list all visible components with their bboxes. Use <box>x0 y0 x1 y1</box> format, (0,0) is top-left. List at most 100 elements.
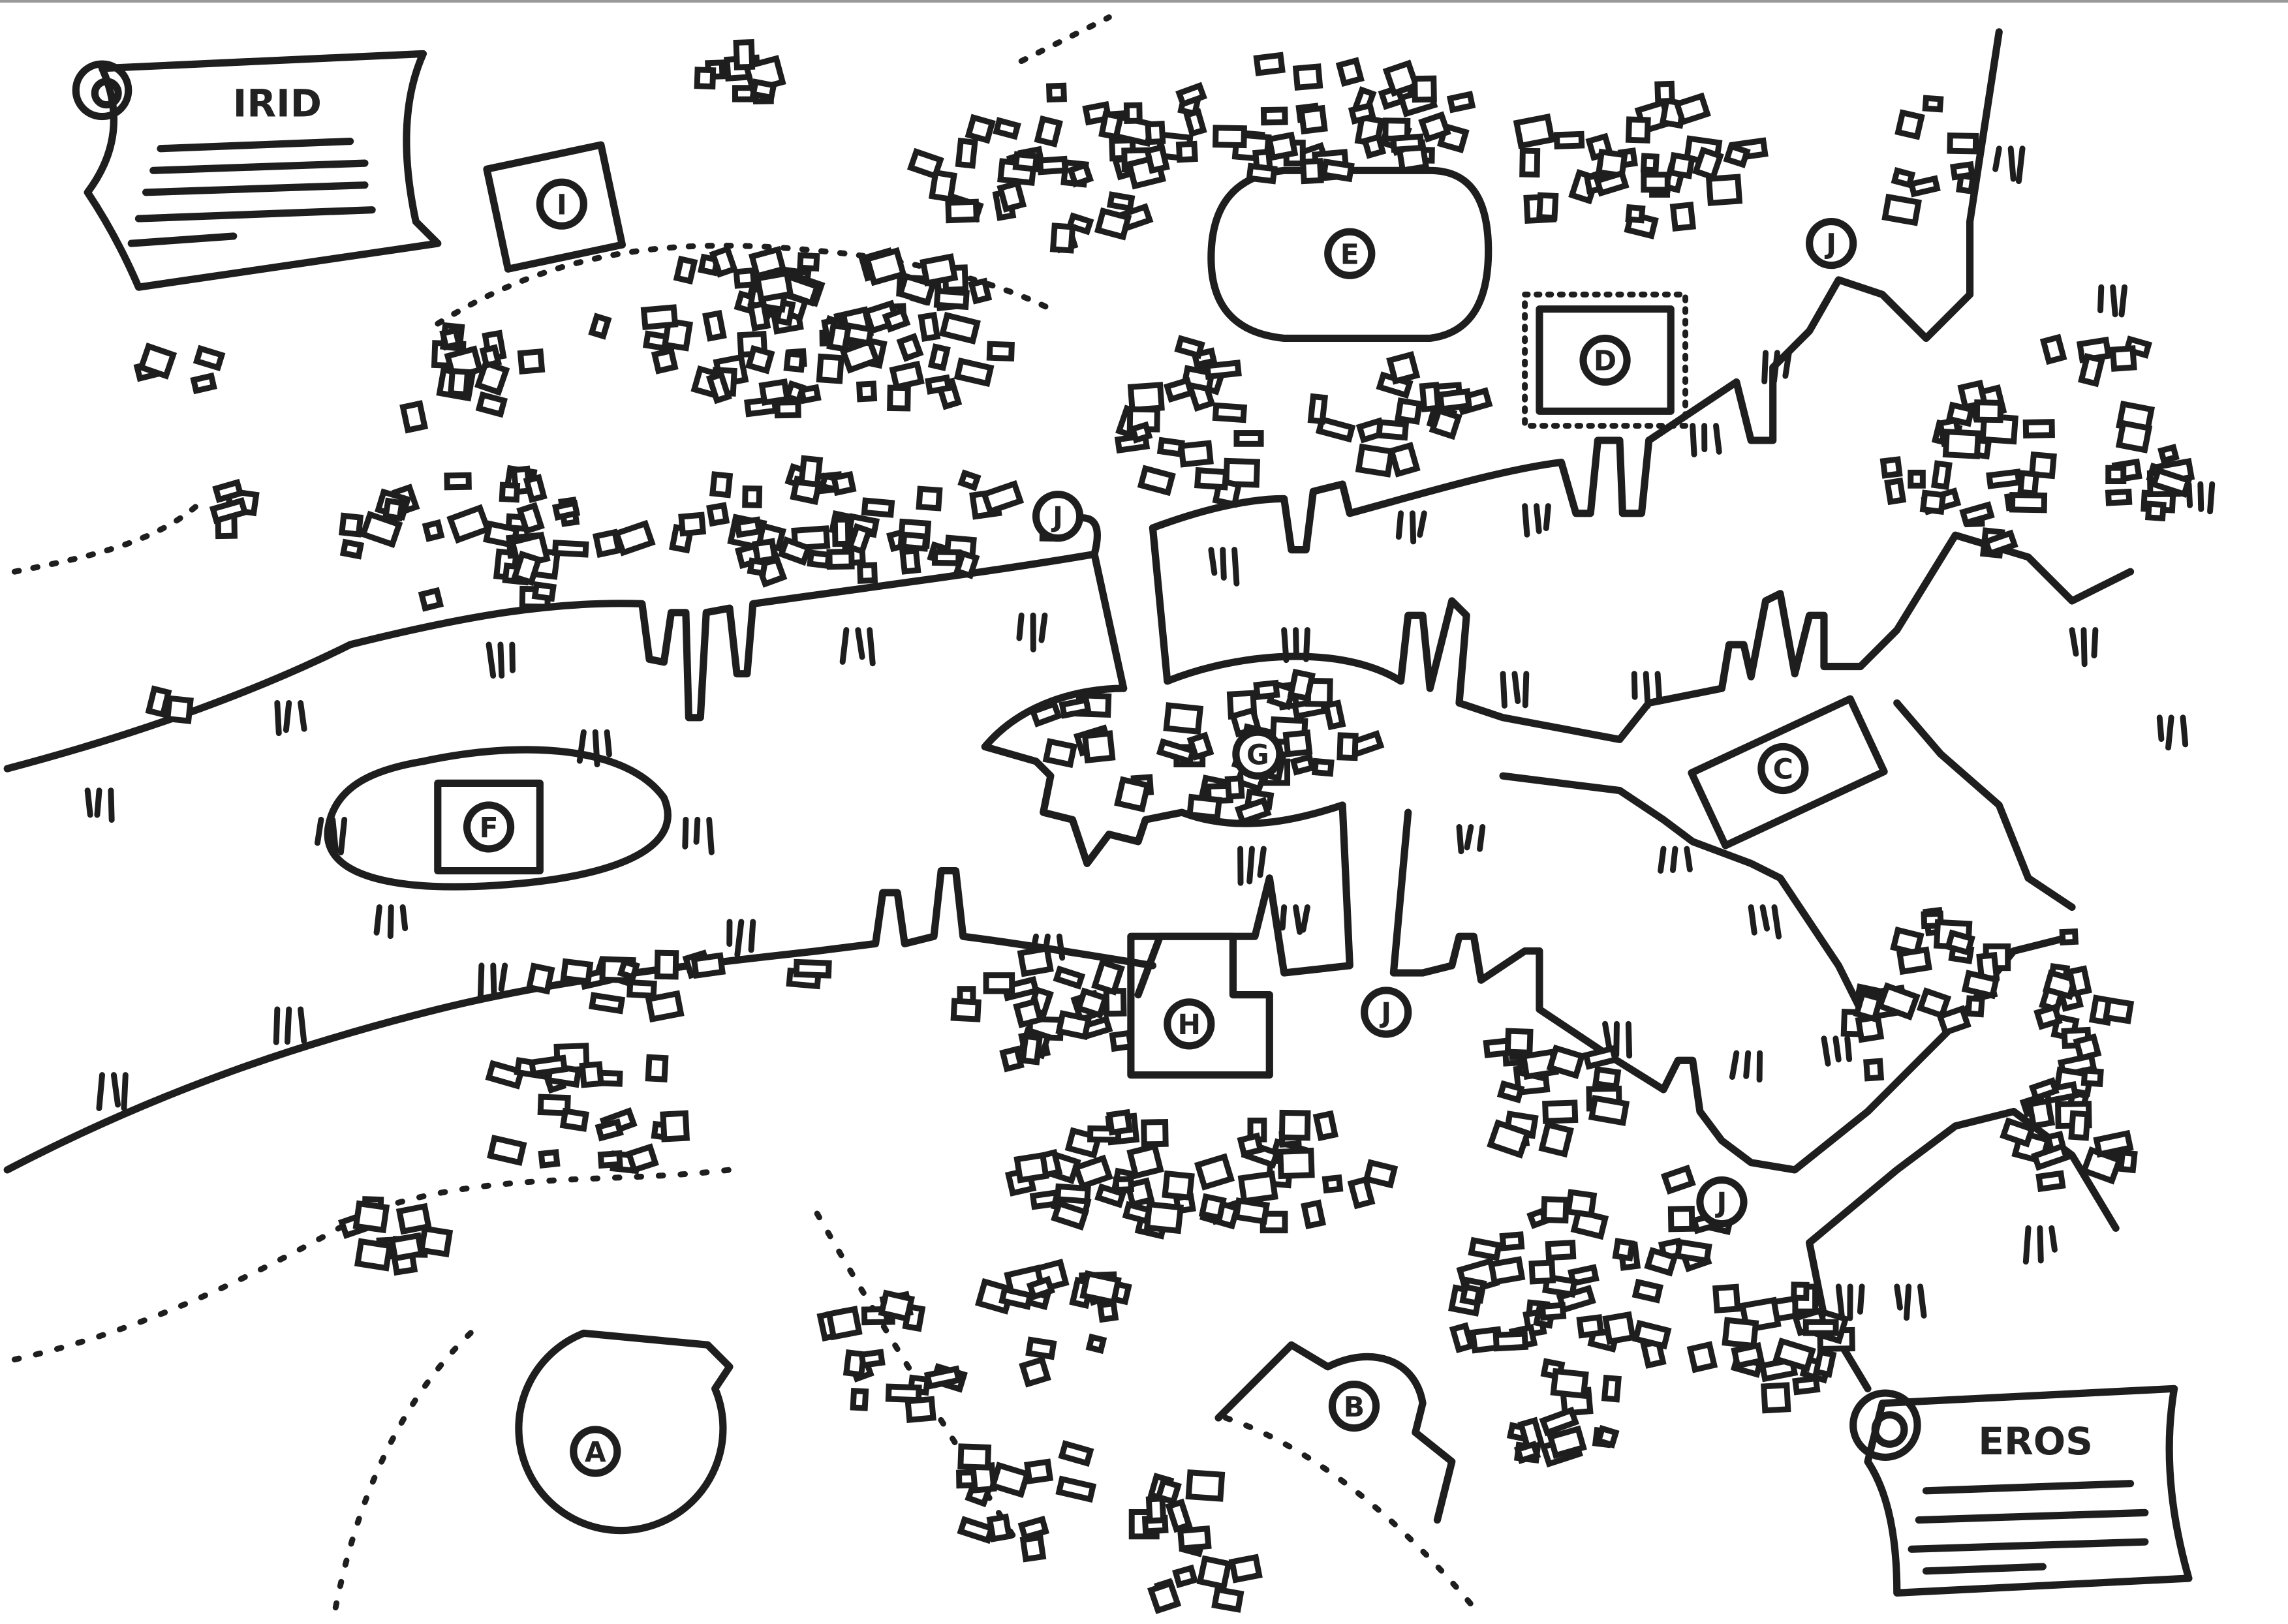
building <box>1144 1122 1166 1144</box>
building <box>2043 337 2064 361</box>
building <box>1548 1243 1573 1258</box>
building <box>1379 422 1406 437</box>
building <box>753 82 773 98</box>
hatch-mark <box>1480 827 1483 849</box>
building <box>1440 391 1469 409</box>
building <box>1071 165 1090 184</box>
marker-d: D <box>1583 338 1627 382</box>
building <box>422 590 441 608</box>
building <box>1398 401 1419 421</box>
building <box>961 1520 991 1540</box>
hatch-mark <box>2011 149 2013 179</box>
building <box>479 395 504 414</box>
hatch-mark <box>99 1075 102 1109</box>
building <box>1545 1103 1575 1121</box>
building <box>750 560 765 573</box>
hatch-mark <box>317 820 320 843</box>
building <box>1351 1180 1372 1206</box>
building <box>555 543 586 555</box>
marker-i: I <box>540 182 583 226</box>
building <box>1678 1242 1709 1261</box>
hatch-mark <box>276 1009 277 1042</box>
building <box>972 281 989 301</box>
building <box>655 350 675 371</box>
building <box>1635 1282 1660 1300</box>
building <box>358 1242 390 1268</box>
building <box>1491 1259 1522 1282</box>
hatch-mark <box>1536 506 1539 531</box>
building <box>1239 801 1268 822</box>
building <box>1716 1287 1738 1310</box>
building <box>1198 1157 1231 1187</box>
building <box>1237 433 1261 444</box>
building <box>1095 962 1122 992</box>
building <box>1542 1125 1571 1154</box>
building <box>1282 1112 1308 1137</box>
building <box>451 371 468 395</box>
building <box>648 1057 665 1079</box>
building <box>755 542 775 561</box>
building <box>1059 1479 1093 1499</box>
building <box>1116 1179 1131 1190</box>
building <box>1017 1002 1040 1025</box>
building <box>801 388 818 401</box>
hatch-mark <box>1019 615 1021 638</box>
building <box>1816 1352 1833 1374</box>
building <box>681 515 703 533</box>
building <box>1269 135 1295 157</box>
building <box>403 403 424 430</box>
hatch-mark <box>1525 506 1527 535</box>
building <box>989 344 1012 358</box>
building <box>796 962 829 975</box>
building <box>1178 339 1201 356</box>
building <box>343 542 361 556</box>
building <box>213 500 245 520</box>
marker-a: A <box>574 1430 617 1473</box>
building <box>1386 63 1416 93</box>
walled-building-B <box>1218 1345 1452 1520</box>
building <box>819 356 841 380</box>
building <box>961 1447 989 1467</box>
building <box>2039 1173 2062 1189</box>
hatch-mark <box>1605 1024 1609 1046</box>
hatch-mark <box>1996 149 2000 169</box>
building <box>1596 1069 1618 1086</box>
round-tower-A <box>519 1333 730 1530</box>
building <box>2084 1071 2101 1084</box>
building <box>1550 1048 1582 1075</box>
hatch-mark <box>1399 513 1400 537</box>
building <box>1046 741 1074 764</box>
hatch-mark <box>751 922 753 950</box>
building <box>829 326 848 349</box>
building <box>1326 703 1342 726</box>
building <box>1190 797 1219 818</box>
marker-j2: J <box>1810 222 1853 266</box>
building <box>1543 1305 1564 1317</box>
building <box>2032 1081 2056 1098</box>
building <box>786 354 803 370</box>
hatch-mark <box>124 1075 125 1109</box>
building <box>1148 124 1163 142</box>
building <box>1311 397 1325 421</box>
building <box>1228 778 1242 797</box>
building <box>582 1064 601 1085</box>
building <box>713 474 730 495</box>
building <box>1989 472 2019 486</box>
hatch-mark <box>2040 1228 2041 1261</box>
building <box>1256 683 1277 697</box>
hatch-mark <box>1306 630 1307 660</box>
building <box>598 1122 620 1138</box>
building <box>2121 1153 2135 1171</box>
hatch-mark <box>1042 615 1045 640</box>
building <box>1644 156 1657 170</box>
building <box>1709 177 1740 203</box>
building <box>1167 380 1192 399</box>
building <box>2097 1133 2131 1154</box>
hatch-mark <box>1628 1024 1629 1056</box>
building <box>957 361 991 383</box>
building <box>961 473 978 487</box>
building <box>1628 207 1642 221</box>
building <box>1616 1241 1632 1258</box>
hatch-mark <box>1661 849 1663 871</box>
building <box>1806 1322 1836 1333</box>
